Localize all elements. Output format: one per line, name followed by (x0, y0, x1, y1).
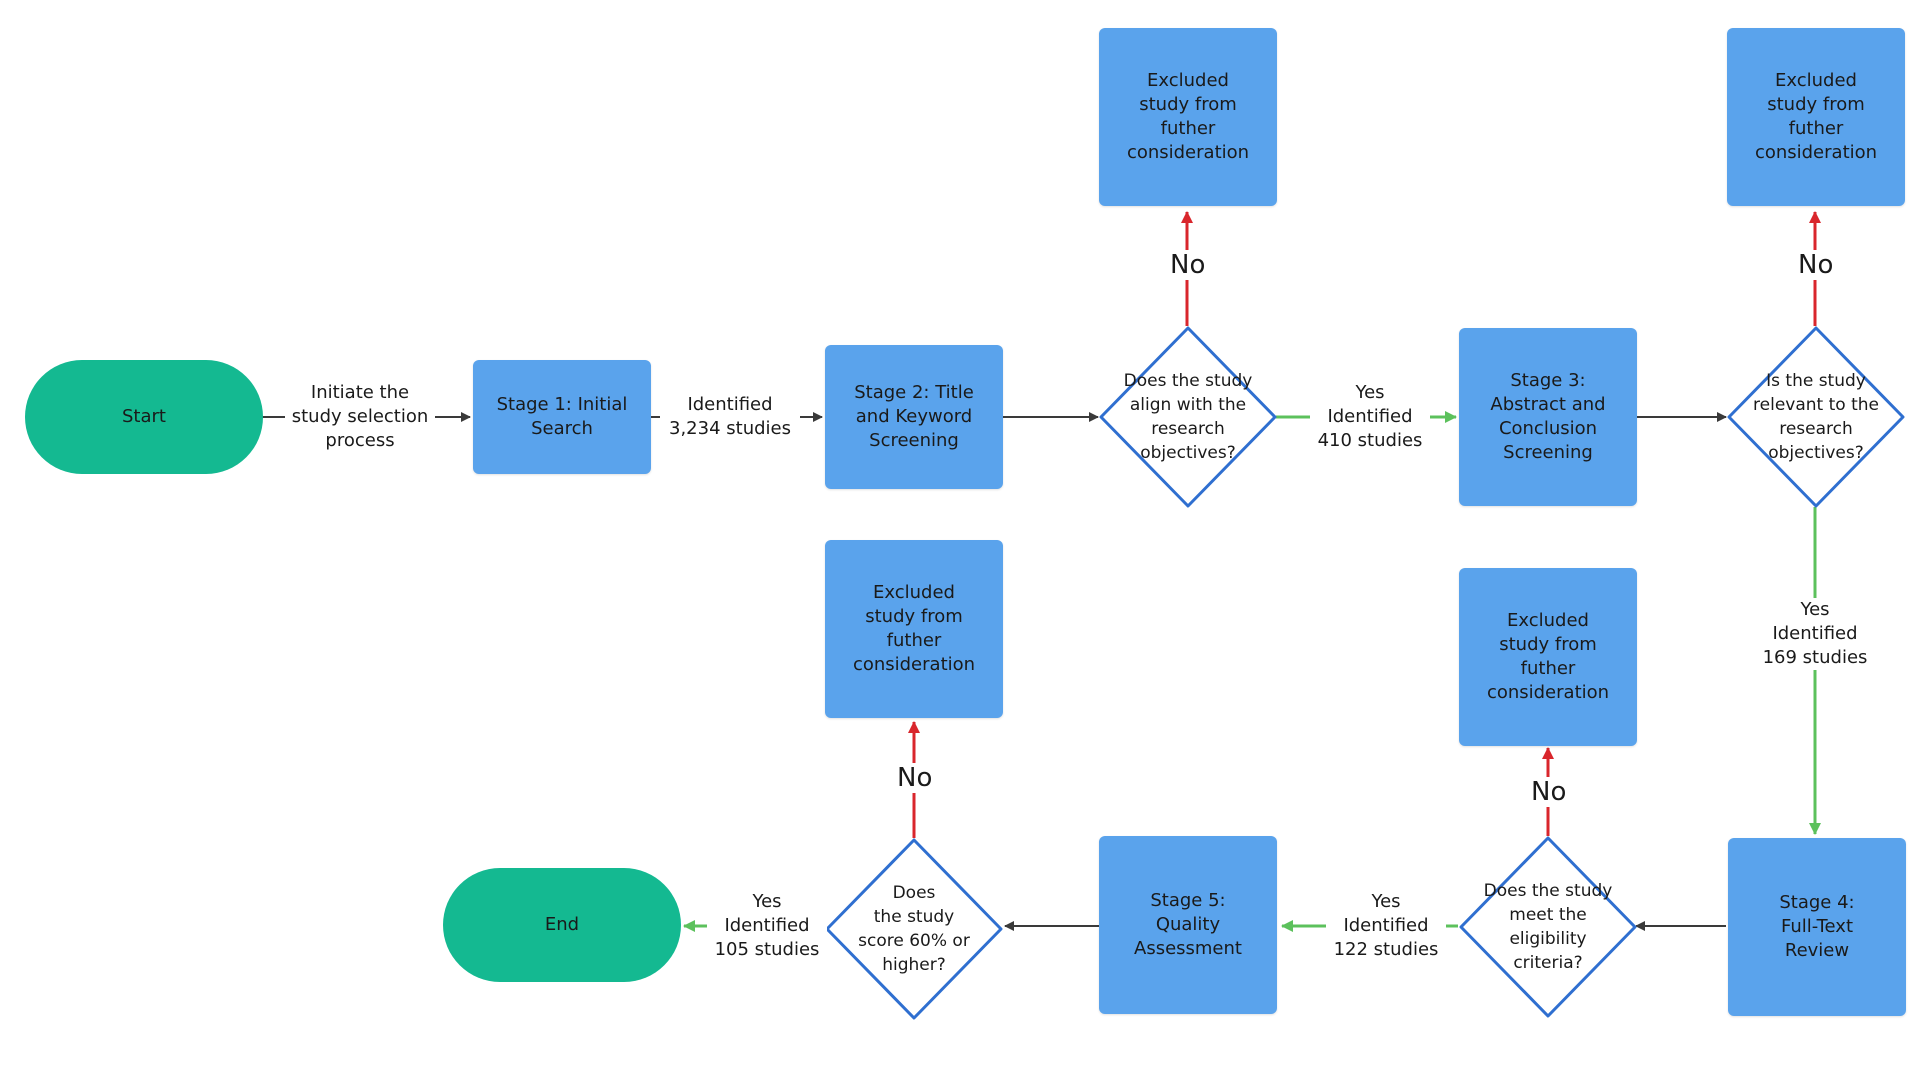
edge-label-yes-122: Yes Identified 122 studies (1326, 890, 1446, 962)
end-terminal[interactable]: End (443, 868, 681, 982)
excluded-box-1[interactable]: Excluded study from futher consideration (1099, 28, 1277, 206)
edge-label-yes-410: Yes Identified 410 studies (1310, 381, 1430, 453)
end-label: End (544, 914, 580, 935)
decision-1-label: Does the study align with the research o… (1123, 371, 1253, 463)
decision-2[interactable]: Is the study relevant to the research ob… (1727, 326, 1905, 508)
stage4-label: Stage 4: Full-Text Review (1779, 892, 1855, 961)
start-terminal[interactable]: Start (25, 360, 263, 474)
excluded-label-4: Excluded study from futher consideration (852, 582, 976, 675)
decision-4-label: Does the study score 60% or higher? (858, 883, 970, 975)
stage5-label: Stage 5: Quality Assessment (1134, 890, 1242, 959)
stage5-box[interactable]: Stage 5: Quality Assessment (1099, 836, 1277, 1014)
stage3-label: Stage 3: Abstract and Conclusion Screeni… (1490, 370, 1606, 463)
edge-label-initiate: Initiate the study selection process (285, 381, 435, 453)
no-label-decision-1: No (1168, 250, 1208, 280)
edge-label-yes-105: Yes Identified 105 studies (707, 890, 827, 962)
no-label-decision-2: No (1796, 250, 1836, 280)
decision-2-shape (1727, 326, 1905, 508)
decision-3-shape (1459, 836, 1637, 1018)
stage1-box[interactable]: Stage 1: Initial Search (473, 360, 651, 474)
decision-1[interactable]: Does the study align with the research o… (1099, 326, 1277, 508)
stage1-label: Stage 1: Initial Search (496, 394, 628, 439)
excluded-label-3: Excluded study from futher consideration (1486, 610, 1610, 703)
stage2-label: Stage 2: Title and Keyword Screening (854, 382, 974, 451)
decision-3[interactable]: Does the study meet the eligibility crit… (1459, 836, 1637, 1018)
edge-label-yes-169: Yes Identified 169 studies (1755, 598, 1875, 670)
decision-3-label: Does the study meet the eligibility crit… (1483, 881, 1613, 973)
edge-label-identified-3234: Identified 3,234 studies (660, 393, 800, 441)
decision-4[interactable]: Does the study score 60% or higher? (825, 838, 1003, 1020)
no-label-decision-4: No (895, 763, 935, 793)
decision-1-shape (1099, 326, 1277, 508)
excluded-box-4[interactable]: Excluded study from futher consideration (825, 540, 1003, 718)
decision-4-shape (825, 838, 1003, 1020)
start-label: Start (122, 406, 166, 427)
excluded-box-3[interactable]: Excluded study from futher consideration (1459, 568, 1637, 746)
no-label-decision-3: No (1529, 777, 1569, 807)
decision-2-label: Is the study relevant to the research ob… (1753, 371, 1879, 463)
stage2-box[interactable]: Stage 2: Title and Keyword Screening (825, 345, 1003, 489)
excluded-label-1: Excluded study from futher consideration (1126, 70, 1250, 163)
stage4-box[interactable]: Stage 4: Full-Text Review (1728, 838, 1906, 1016)
stage3-box[interactable]: Stage 3: Abstract and Conclusion Screeni… (1459, 328, 1637, 506)
excluded-box-2[interactable]: Excluded study from futher consideration (1727, 28, 1905, 206)
excluded-label-2: Excluded study from futher consideration (1754, 70, 1878, 163)
